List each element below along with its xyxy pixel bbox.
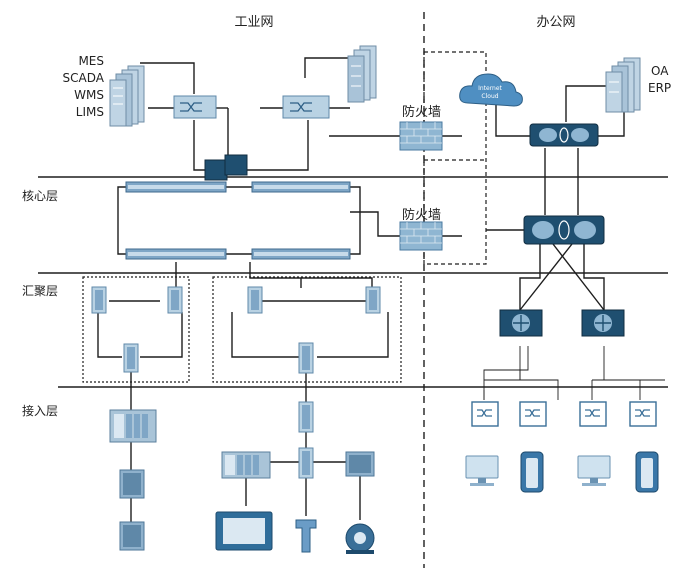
app-label-lims: LIMS [76, 105, 104, 119]
aggregation-switch [123, 343, 139, 373]
aggregation-switch [365, 286, 381, 314]
app-label-erp: ERP [648, 81, 671, 95]
cloud-icon: Internet Cloud [459, 73, 523, 107]
switch-icon [629, 401, 657, 427]
switch-icon [282, 95, 330, 119]
firewall-upper-label: 防火墙 [402, 104, 441, 120]
industrial-edge-router [204, 154, 248, 181]
core-layer-label: 核心层 [22, 189, 58, 203]
office-zone-title: 办公网 [536, 15, 575, 30]
app-label-wms: WMS [74, 88, 104, 102]
industrial-server-stack-2 [347, 45, 377, 103]
office-server-stack [605, 57, 641, 113]
core-switch-bottom-left [125, 248, 227, 260]
industrial-server-stack [109, 65, 145, 127]
io-module-icon [345, 451, 375, 477]
aggregation-switch [247, 286, 263, 314]
router-icon [529, 123, 599, 147]
access-layer-label: 接入层 [22, 403, 58, 418]
industrial-zone-title: 工业网 [234, 15, 273, 30]
industrial-apps-label: MES SCADA WMS LIMS [63, 54, 105, 119]
aggregation-switch [298, 342, 314, 374]
firewall-icon [399, 121, 443, 151]
aggregation-switch [167, 286, 183, 314]
router-icon [499, 309, 543, 337]
pc-icon [577, 455, 611, 486]
switch-icon [471, 401, 499, 427]
io-module-icon [119, 469, 145, 499]
router-icon [523, 215, 605, 245]
switch-icon [579, 401, 607, 427]
core-switch-top-right [251, 181, 351, 193]
ip-phone-icon [635, 451, 659, 493]
plc-icon [221, 451, 271, 479]
aggregation-group-right [212, 276, 402, 383]
aggregation-layer-label: 汇聚层 [22, 284, 58, 298]
motor-icon [345, 523, 375, 554]
app-label-mes: MES [78, 54, 104, 68]
core-switch-top-left [125, 181, 227, 193]
cloud-label-cloud: Cloud [481, 93, 498, 100]
firewall-lower-label: 防火墙 [402, 207, 441, 223]
hmi-panel-icon [215, 511, 273, 551]
switch-icon [519, 401, 547, 427]
ip-phone-icon [520, 451, 544, 493]
app-label-scada: SCADA [63, 71, 105, 85]
io-module-icon [119, 521, 145, 551]
sensor-icon [295, 519, 317, 553]
cloud-label-internet: Internet [478, 85, 502, 92]
access-switch [298, 401, 314, 433]
aggregation-switch [91, 286, 107, 314]
firewall-dmz-box [423, 51, 487, 265]
app-label-oa: OA [651, 64, 669, 78]
pc-icon [465, 455, 499, 486]
access-switch [298, 447, 314, 479]
core-switch-bottom-right [251, 248, 351, 260]
office-apps-label: OA ERP [648, 64, 671, 95]
aggregation-group-left [82, 276, 190, 383]
plc-icon [109, 409, 157, 443]
firewall-icon [399, 221, 443, 251]
switch-icon [173, 95, 217, 119]
router-icon [581, 309, 625, 337]
